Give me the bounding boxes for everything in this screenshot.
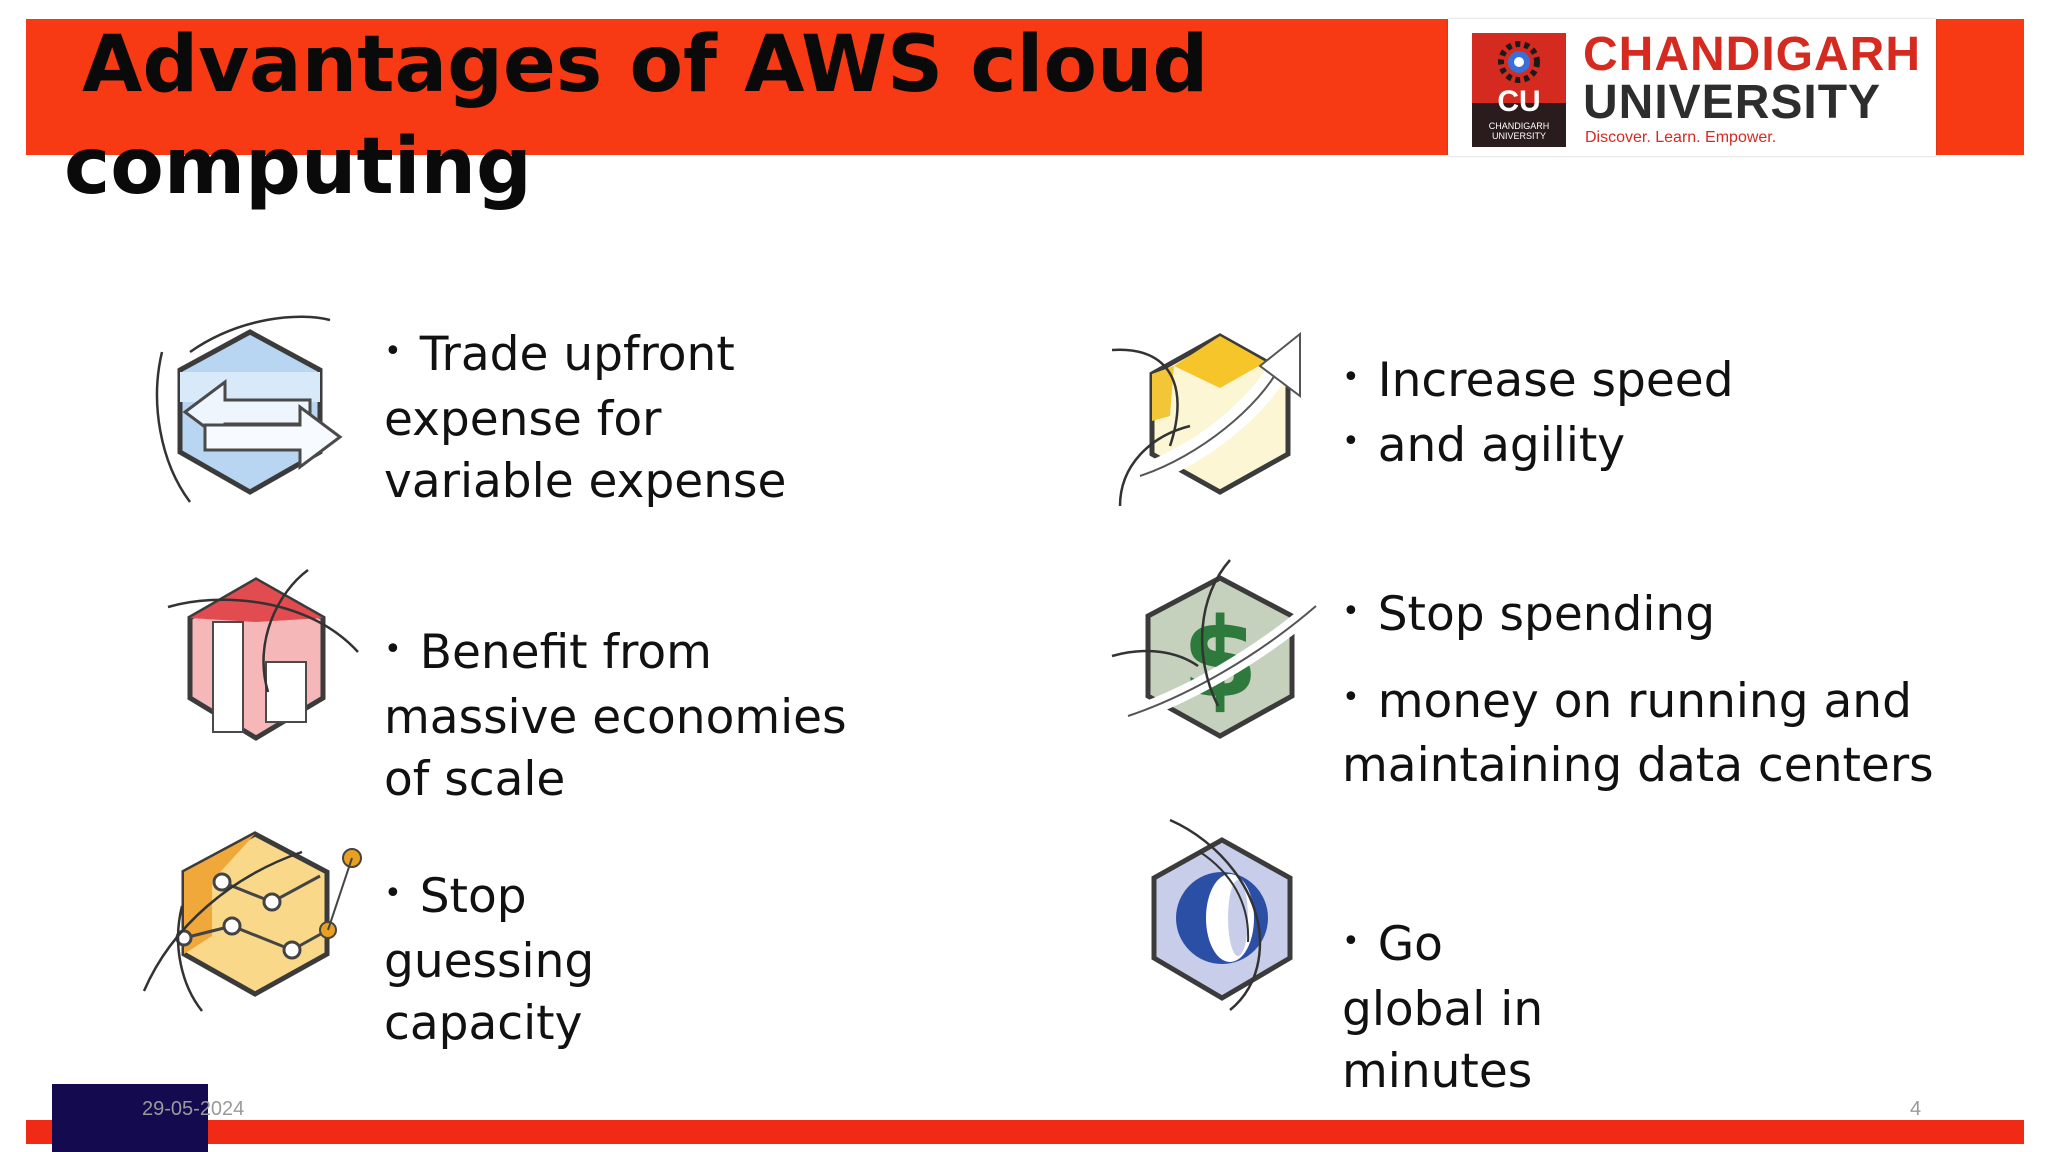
gear-emblem-icon [1498,41,1540,83]
logo-emblem-subtext: CHANDIGARH UNIVERSITY [1488,121,1550,141]
feature-global: •Go global in minutes [1342,917,1544,1099]
footer-bar [26,1120,2024,1144]
logo-name-line-1: CHANDIGARH [1583,28,1921,81]
title-line-1: Advantages of AWS cloud [82,20,1209,110]
footer-block [52,1084,208,1152]
page-number: 4 [1910,1098,1922,1120]
slide-title: Advantages of AWS cloud computing [64,14,1264,218]
feature-economies: •Benefit from massive economies of scale [384,625,847,807]
feature-spending: •Stop spending •money on running and mai… [1342,587,1934,793]
footer-date: 29-05-2024 [142,1098,245,1120]
exchange-arrows-icon [155,315,343,503]
title-line-2: computing [64,122,532,212]
logo-emblem: CU CHANDIGARH UNIVERSITY [1472,33,1566,147]
logo-emblem-text: CU [1497,85,1541,118]
upward-arrow-icon [1111,331,1301,507]
feature-speed: •Increase speed •and agility [1342,353,1734,473]
feature-capacity: •Stop guessing capacity [384,869,595,1051]
network-nodes-icon [142,831,362,1012]
university-logo: CU CHANDIGARH UNIVERSITY CHANDIGARH UNIV… [1448,19,1936,156]
logo-tagline: Discover. Learn. Empower. [1585,129,1777,146]
globe-icon [1151,818,1293,1011]
dollar-sign-icon: $ [1111,559,1322,739]
building-blocks-icon [167,568,359,741]
logo-name-line-2: UNIVERSITY [1583,76,1882,129]
feature-trade: •Trade upfront expense for variable expe… [384,327,787,509]
